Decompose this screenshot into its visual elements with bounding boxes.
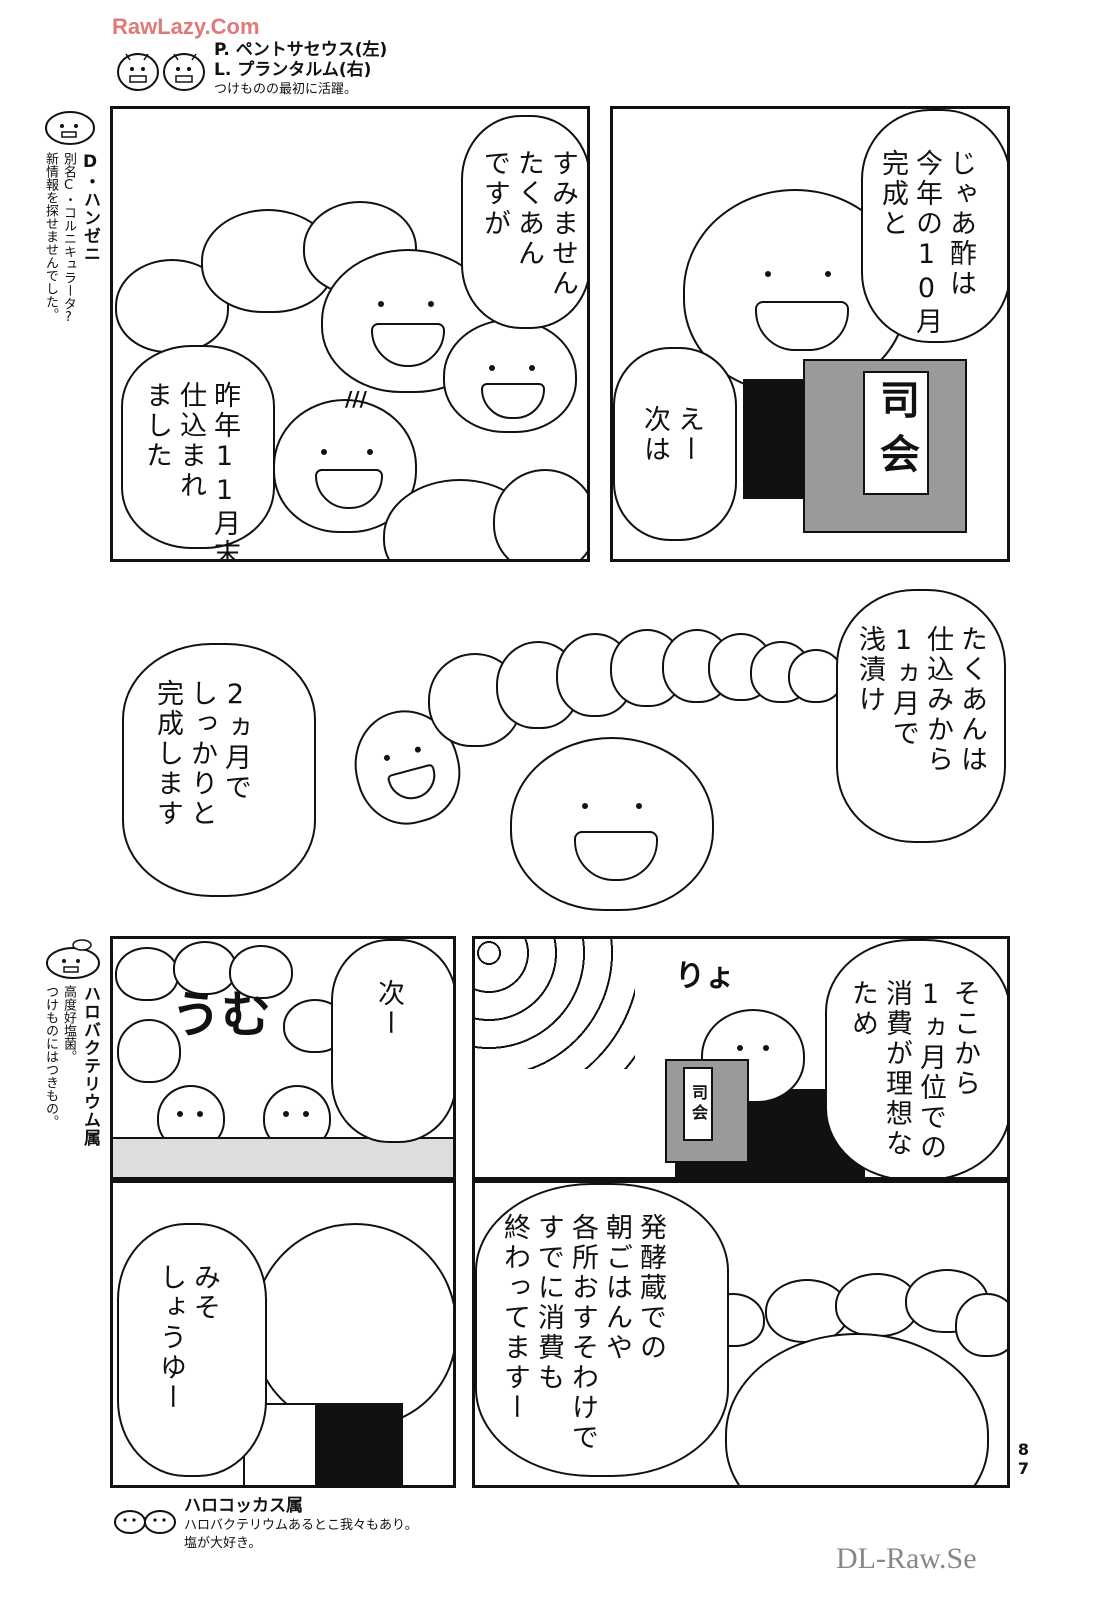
note-top-desc: つけものの最初に活躍。	[214, 82, 358, 97]
speech-bubble	[475, 1183, 729, 1477]
panel-6: みそ しょうゆー	[110, 1180, 456, 1488]
host-character-back	[725, 1333, 989, 1485]
note-bottom-desc1: ハロバクテリウムあるとこ我々もあり。	[184, 1518, 418, 1533]
note-left-upper-icon	[42, 108, 98, 152]
character-blob	[229, 945, 293, 999]
speech-bubble	[461, 115, 587, 329]
microbe-pair-icon	[117, 53, 205, 91]
host-suit	[303, 1403, 403, 1485]
note-left-upper-desc1: 別名C・コルニキュラータ?	[61, 152, 76, 325]
watermark-top: RawLazy.Com	[112, 14, 260, 39]
note-top-characters	[112, 42, 212, 98]
character-blob	[115, 947, 179, 1001]
note-top-line1: P. ペントサセウス(左)	[214, 40, 388, 60]
panel-1: /// すみません たくあん ですが 昨年11月末に 仕込まれ ました	[110, 106, 590, 562]
character-blob	[117, 1019, 181, 1083]
speech-text: 昨年11月末に 仕込まれ ました	[141, 381, 240, 562]
microbe-icon	[46, 939, 100, 979]
sfx-motion: ///	[345, 387, 367, 411]
panel-5: 司会 りょ そこから 1ヵ月位での 消費が理想な ため	[472, 936, 1010, 1180]
panel-7: 発酵蔵での 朝ごはんや 各所おすそわけで すでに消費も 終わってますー	[472, 1180, 1010, 1488]
note-left-upper-desc2: 新情報を探せませんでした。	[43, 152, 58, 321]
speech-bubble	[836, 589, 1006, 843]
note-left-upper-title: D・ハンゼニ	[80, 152, 100, 263]
speech-text: 発酵蔵での 朝ごはんや 各所おすそわけで すでに消費も 終わってますー	[499, 1213, 666, 1453]
speech-text: そこから 1ヵ月位での 消費が理想な ため	[847, 979, 980, 1163]
panel-2: 司会 じゃあ酢は 今年の10月 完成と えー 次は	[610, 106, 1010, 562]
speech-text: すみません たくあん ですが	[479, 149, 578, 299]
speech-bubble	[331, 939, 453, 1143]
note-left-lower-desc1: 高度好塩菌。	[61, 985, 76, 1063]
note-bottom-desc2: 塩が大好き。	[184, 1536, 262, 1551]
note-bottom-title: ハロコッカス属	[184, 1496, 303, 1516]
speech-bubble	[825, 939, 1007, 1177]
panel-4: うむ 次ー	[110, 936, 456, 1180]
podium-label: 司会	[863, 371, 929, 495]
character-blob	[443, 319, 577, 433]
host-character-back	[253, 1223, 453, 1427]
speech-bubble	[121, 345, 275, 549]
speech-text: 次ー	[373, 979, 404, 1039]
note-top-line2: L. プランタルム(右)	[214, 60, 372, 80]
speech-text: 2ヵ月で しっかりと 完成します	[152, 679, 251, 829]
note-bottom-icon	[112, 1506, 178, 1540]
speech-bubble	[122, 643, 316, 897]
sfx-umu: うむ	[171, 986, 271, 1044]
character-blob	[510, 737, 714, 911]
note-left-lower-icon	[42, 935, 104, 985]
sfx-ryo: りょ	[675, 959, 735, 994]
character-blob	[955, 1293, 1007, 1357]
host-suit	[743, 379, 813, 499]
page-number: 87	[1014, 1440, 1033, 1478]
note-left-lower-desc2: つけものにはつきもの。	[43, 985, 58, 1128]
panel-3: たくあんは 仕込みから 1ヵ月で 浅漬け 2ヵ月で しっかりと 完成します	[110, 585, 1006, 915]
speech-text: みそ しょうゆー	[155, 1263, 220, 1413]
speech-text: じゃあ酢は 今年の10月 完成と	[877, 149, 976, 337]
crowd-audience	[475, 939, 635, 1069]
speech-bubble	[613, 347, 737, 541]
speech-bubble	[117, 1223, 267, 1477]
note-left-lower-title: ハロバクテリウム属	[80, 985, 100, 1147]
floor-steps	[113, 1137, 453, 1177]
speech-text: えー 次は	[639, 405, 704, 465]
speech-text: たくあんは 仕込みから 1ヵ月で 浅漬け	[854, 625, 987, 775]
character-blob	[493, 469, 587, 559]
host-character	[701, 1009, 805, 1103]
podium-label: 司会	[683, 1067, 713, 1141]
watermark-bottom: DL-Raw.Se	[836, 1542, 977, 1575]
microbe-icon	[45, 111, 95, 145]
speech-bubble	[861, 109, 1007, 343]
microbe-pair-icon	[114, 1510, 176, 1534]
